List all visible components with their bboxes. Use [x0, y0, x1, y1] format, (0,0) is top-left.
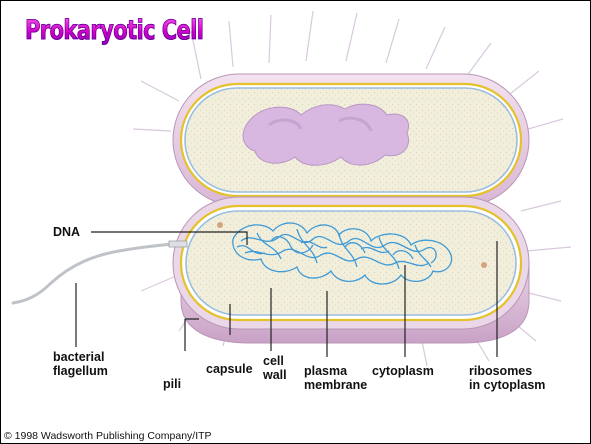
- label-cytoplasm: cytoplasm: [372, 364, 434, 378]
- nucleoid-cutaway: [243, 104, 408, 165]
- top-cell-half: [173, 74, 529, 206]
- flagellum: [13, 243, 183, 303]
- label-dna: DNA: [53, 225, 80, 239]
- diagram-title: Prokaryotic Cell: [25, 15, 203, 46]
- bottom-cell-half: [173, 197, 529, 343]
- label-pili: pili: [163, 377, 181, 391]
- label-bacterial-flagellum: bacterial flagellum: [53, 350, 108, 378]
- label-plasma-membrane: plasma membrane: [304, 364, 367, 392]
- label-capsule: capsule: [206, 362, 253, 376]
- copyright-notice: © 1998 Wadsworth Publishing Company/ITP: [4, 430, 212, 442]
- label-ribosomes-in-cytoplasm: ribosomes in cytoplasm: [469, 364, 545, 392]
- label-cell-wall: cell wall: [263, 354, 287, 382]
